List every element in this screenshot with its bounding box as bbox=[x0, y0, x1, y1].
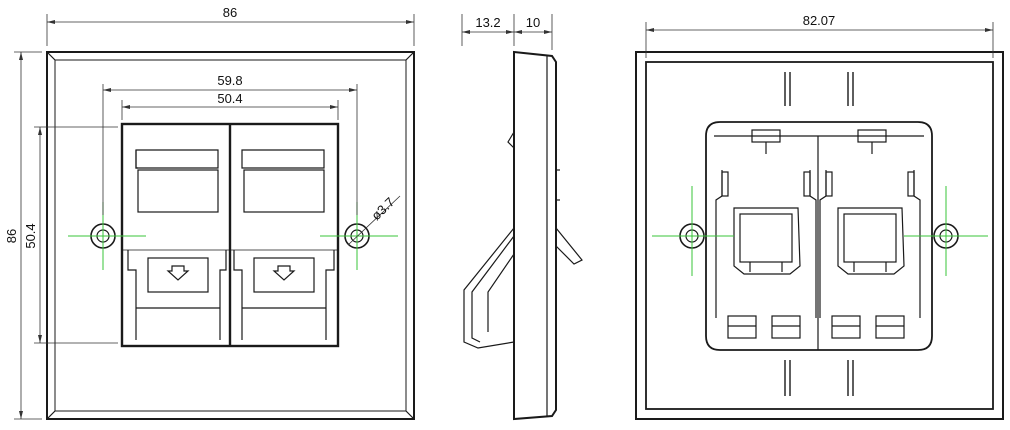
jack-left bbox=[127, 250, 227, 340]
rear-view bbox=[635, 51, 1004, 420]
side-plate bbox=[513, 50, 557, 421]
front-plate-outer bbox=[46, 51, 415, 420]
rear-plate-outer bbox=[635, 51, 1004, 420]
front-view bbox=[46, 51, 415, 420]
rear-dimensions bbox=[645, 22, 994, 58]
dim-front-width: 86 bbox=[223, 5, 237, 20]
rear-plate-inner bbox=[645, 61, 994, 410]
front-dimensions bbox=[14, 14, 415, 420]
dim-rear-width: 82.07 bbox=[803, 13, 836, 28]
port-right-shutter bbox=[241, 149, 325, 213]
port-left-shutter bbox=[135, 149, 219, 213]
rear-centerlines bbox=[652, 186, 988, 276]
front-plate-bevel bbox=[54, 59, 407, 412]
rear-jack-left bbox=[715, 170, 817, 339]
side-view bbox=[463, 50, 583, 421]
dim-front-height: 86 bbox=[4, 229, 19, 243]
rear-jack-right bbox=[819, 170, 921, 339]
dim-module-width: 50.4 bbox=[217, 91, 242, 106]
dim-module-height: 50.4 bbox=[23, 223, 38, 248]
dim-hole-spacing: 59.8 bbox=[217, 73, 242, 88]
rear-frame bbox=[705, 121, 933, 351]
rear-slots bbox=[784, 72, 854, 396]
dim-side-depth-behind: 13.2 bbox=[475, 15, 500, 30]
dim-side-depth-front: 10 bbox=[526, 15, 540, 30]
jack-right bbox=[233, 250, 335, 340]
dim-hole-diameter: ø3.7 bbox=[368, 194, 397, 223]
front-centerlines bbox=[68, 202, 398, 270]
